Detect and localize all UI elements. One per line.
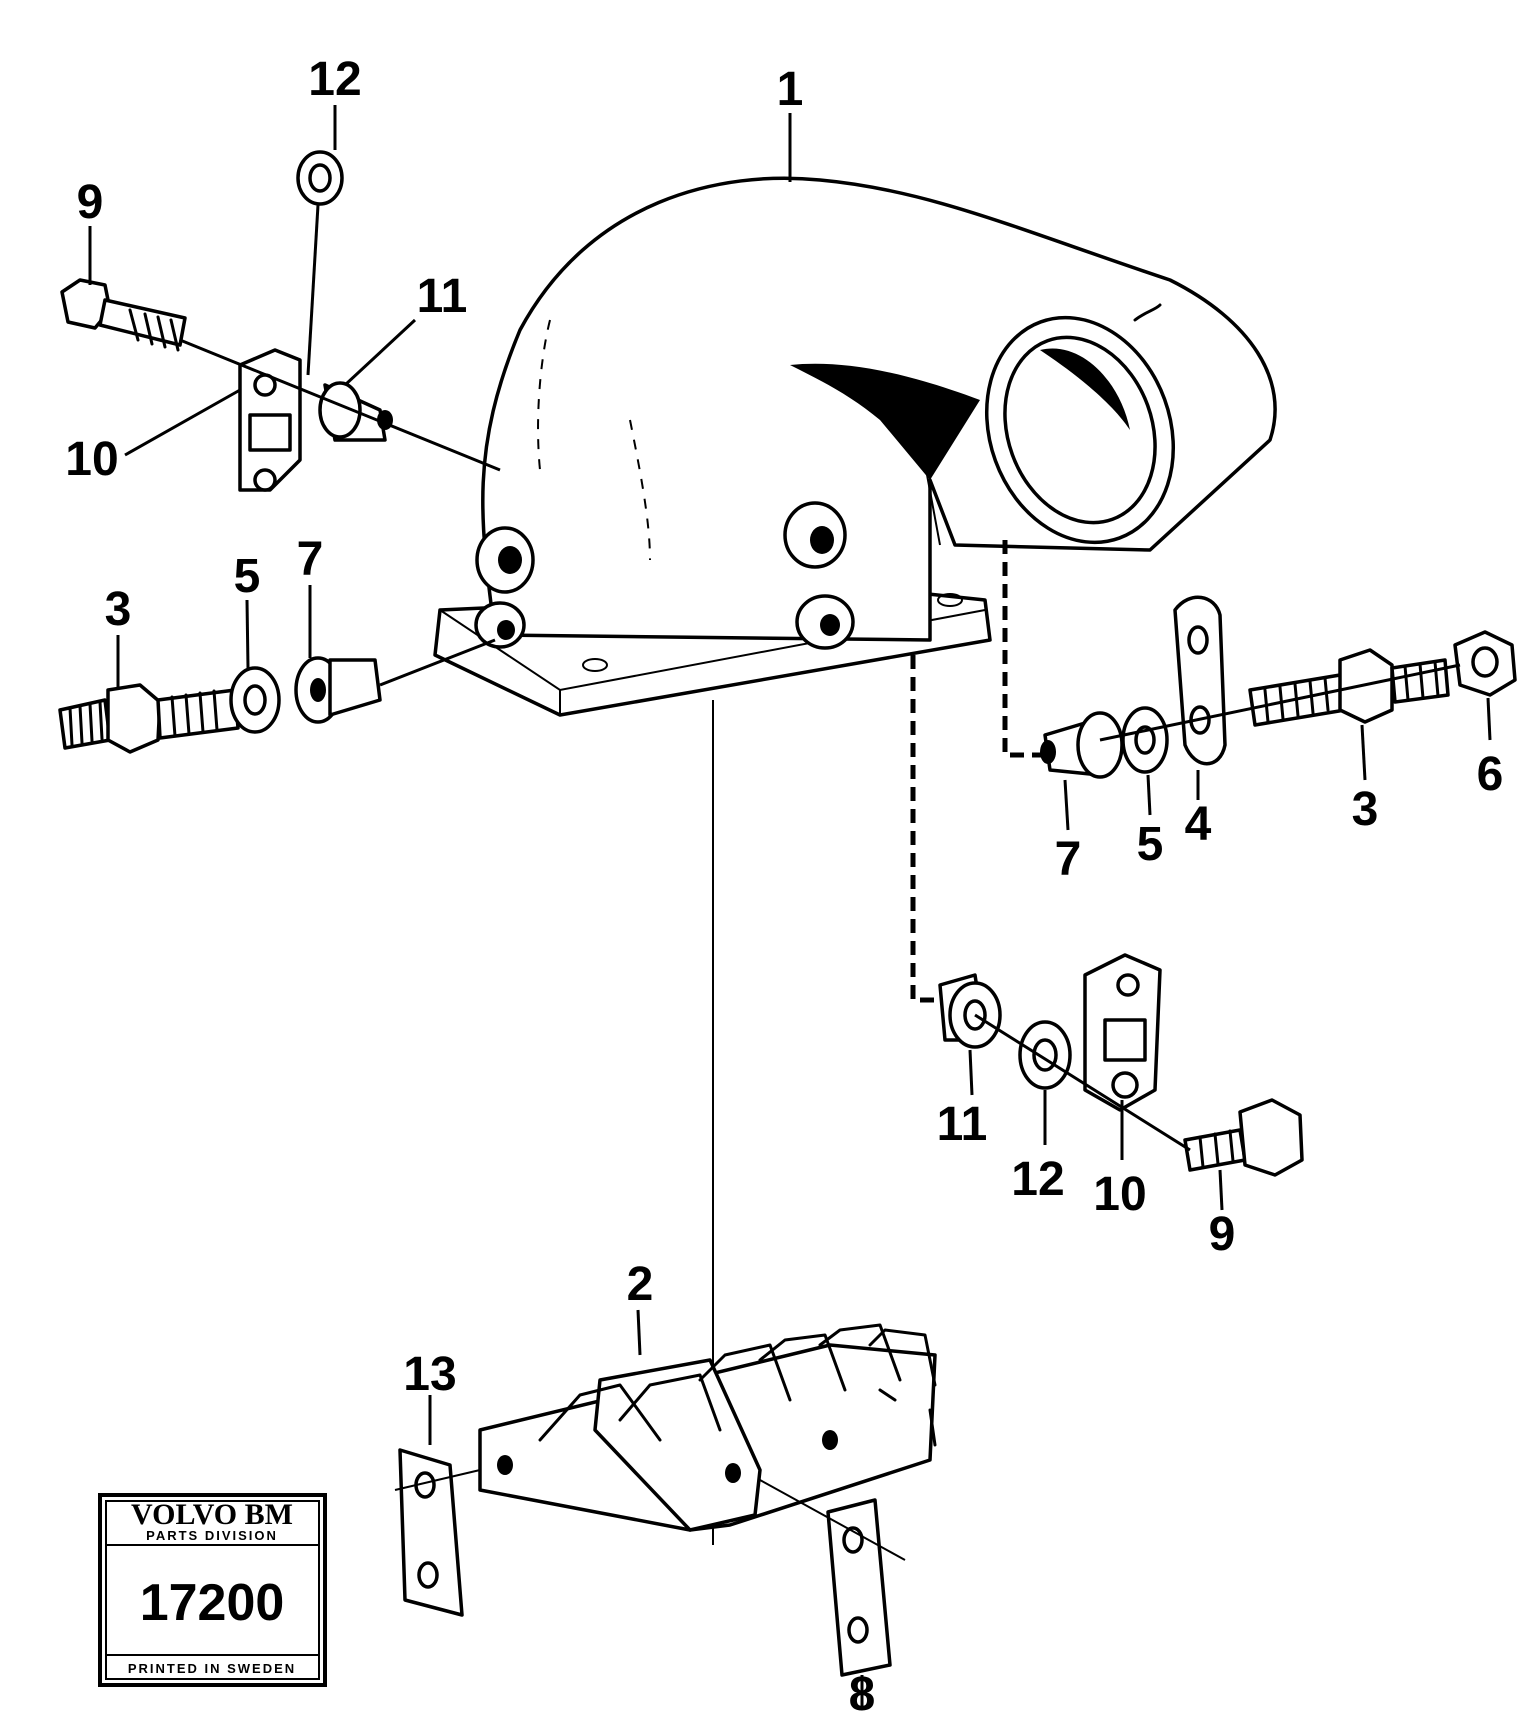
stamp-footer: PRINTED IN SWEDEN xyxy=(128,1661,296,1676)
callout-7-left: 7 xyxy=(297,533,324,586)
callout-7-right: 7 xyxy=(1055,833,1082,886)
callout-13: 13 xyxy=(403,1348,456,1401)
leader-5a xyxy=(245,599,250,669)
callout-5-right: 5 xyxy=(1137,818,1164,871)
leader-11a xyxy=(343,318,417,387)
exhaust-manifold-part xyxy=(433,176,1277,717)
callout-6: 6 xyxy=(1477,748,1504,801)
stamp-number: 17200 xyxy=(140,1574,285,1632)
flame-trap-part xyxy=(478,1323,937,1532)
volvo-bm-parts-stamp: VOLVO BM PARTS DIVISION 17200 PRINTED IN… xyxy=(98,1493,327,1687)
upper-left-fastener-group xyxy=(60,150,501,492)
gasket-plate-13 xyxy=(394,1395,481,1617)
callout-11-right: 11 xyxy=(937,1098,988,1151)
gasket-plate-8 xyxy=(759,1479,906,1710)
callout-12-right: 12 xyxy=(1011,1153,1064,1206)
lower-right-fastener-group xyxy=(910,655,1304,1211)
callout-2: 2 xyxy=(627,1258,654,1311)
callout-3-left: 3 xyxy=(105,583,132,636)
stamp-division: PARTS DIVISION xyxy=(146,1528,278,1543)
callout-9-left: 9 xyxy=(77,176,104,229)
mid-left-fastener-group xyxy=(58,638,496,754)
callout-10-left: 10 xyxy=(65,433,118,486)
leader-10a xyxy=(124,388,241,457)
callout-11-left: 11 xyxy=(417,270,468,323)
callout-1: 1 xyxy=(777,63,804,116)
callout-9-right: 9 xyxy=(1209,1208,1236,1261)
callout-8: 8 xyxy=(849,1668,876,1720)
callout-3-right: 3 xyxy=(1352,783,1379,836)
callout-10-right: 10 xyxy=(1093,1168,1146,1221)
leader-2 xyxy=(636,1309,642,1356)
callout-4: 4 xyxy=(1185,798,1212,851)
stamp-brand: VOLVO BM xyxy=(131,1498,293,1531)
callout-12-top: 12 xyxy=(308,53,361,106)
callout-5-left: 5 xyxy=(234,550,261,603)
right-fastener-group xyxy=(1002,540,1517,831)
